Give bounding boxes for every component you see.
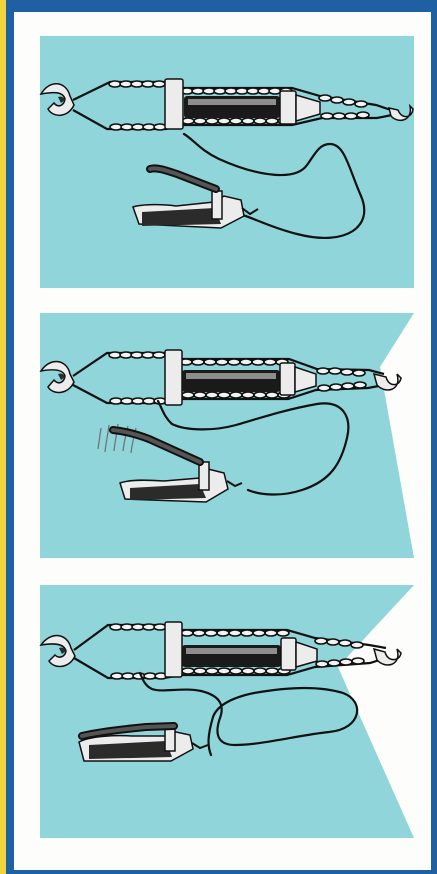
- panel-3-handle-lowered: [40, 585, 414, 838]
- right-hook: [374, 649, 401, 665]
- panel-2-handle-pumping: [40, 313, 414, 558]
- panel-1-handle-raised: [40, 36, 414, 288]
- cyan-background: [40, 313, 414, 558]
- yellow-edge-stripe: [0, 0, 6, 874]
